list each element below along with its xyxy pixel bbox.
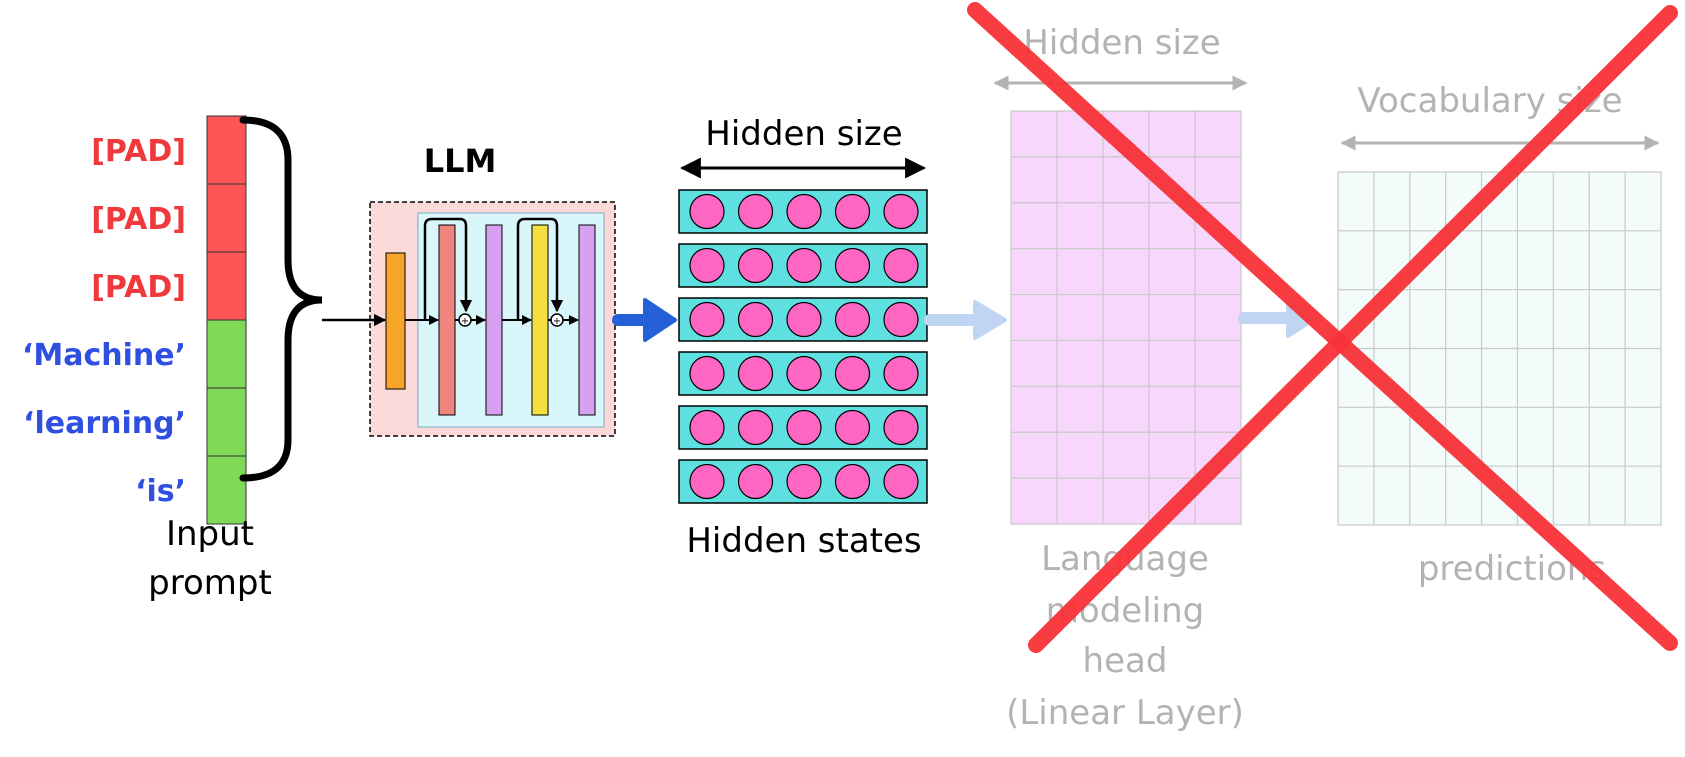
- hidden-unit: [786, 247, 822, 284]
- token-label: ‘is’: [135, 474, 186, 509]
- hidden-states: [678, 189, 928, 504]
- hidden-unit: [834, 247, 871, 284]
- hidden-unit: [786, 301, 822, 338]
- svg-text:+: +: [461, 316, 469, 327]
- feedforward-layer-1: [485, 224, 503, 416]
- hidden-unit: [883, 409, 919, 446]
- hidden-unit: [689, 301, 725, 338]
- llm-block: LLM + +: [322, 142, 616, 437]
- lm-head-matrix: [1010, 110, 1242, 525]
- hidden-unit: [834, 463, 871, 500]
- hidden-unit: [737, 409, 774, 446]
- token-cell: [206, 115, 247, 185]
- token-label: ‘learning’: [23, 406, 186, 441]
- hidden-unit: [883, 355, 919, 392]
- llm-to-hidden-arrow: [612, 298, 677, 342]
- feedforward-layer-2: [578, 224, 596, 416]
- token-cell: [206, 319, 247, 389]
- hidden-unit: [786, 355, 822, 392]
- llm-label: LLM: [424, 142, 497, 180]
- token-label: [PAD]: [91, 202, 186, 237]
- predictions-matrix: [1337, 171, 1662, 526]
- hidden-to-lm-head-arrow: [924, 300, 1007, 340]
- token-cell: [206, 455, 247, 525]
- hidden-unit: [737, 355, 774, 392]
- residual-connection-2: [516, 217, 564, 320]
- hidden-unit: [834, 301, 871, 338]
- attention-layer-2: [531, 224, 549, 416]
- lm-head-hidden-size-label: Hidden size: [1023, 23, 1220, 63]
- hidden-states-label: Hidden states: [686, 521, 921, 561]
- svg-text:+: +: [553, 316, 561, 327]
- hidden-unit: [883, 463, 919, 500]
- token-label: [PAD]: [91, 270, 186, 305]
- hidden-unit: [689, 463, 725, 500]
- input-caption-line-1: Input: [166, 514, 254, 554]
- hidden-unit: [883, 193, 919, 230]
- embedding-layer: [385, 252, 406, 390]
- token-cell: [206, 387, 247, 457]
- hidden-size-label: Hidden size: [705, 114, 902, 154]
- attention-layer-1: [438, 224, 456, 416]
- cross-out-mark: [967, 2, 1678, 653]
- lm-head-caption-line-4: (Linear Layer): [1006, 693, 1244, 733]
- input-tokens: [PAD] [PAD] [PAD] ‘Machine’ ‘learning’ ‘is’: [22, 115, 247, 525]
- hidden-unit: [834, 409, 871, 446]
- hidden-unit: [834, 355, 871, 392]
- hidden-unit: [737, 463, 774, 500]
- lm-head-caption-line-3: head: [1083, 641, 1168, 681]
- input-caption-line-2: prompt: [148, 563, 272, 603]
- hidden-unit: [689, 409, 725, 446]
- hidden-unit: [786, 409, 822, 446]
- hidden-unit: [737, 193, 774, 230]
- token-cell: [206, 183, 247, 253]
- lm-head-cell-background: [1010, 110, 1242, 525]
- token-label: [PAD]: [91, 134, 186, 169]
- hidden-unit: [689, 355, 725, 392]
- hidden-unit: [689, 193, 725, 230]
- hidden-unit: [737, 247, 774, 284]
- hidden-unit: [689, 247, 725, 284]
- residual-connection-1: [423, 217, 473, 320]
- hidden-unit: [883, 301, 919, 338]
- hidden-unit: [883, 247, 919, 284]
- token-cell: [206, 251, 247, 321]
- hidden-unit: [786, 193, 822, 230]
- input-brace: [239, 116, 323, 482]
- token-label: ‘Machine’: [22, 338, 186, 373]
- hidden-unit: [737, 301, 774, 338]
- hidden-unit: [786, 463, 822, 500]
- hidden-unit: [834, 193, 871, 230]
